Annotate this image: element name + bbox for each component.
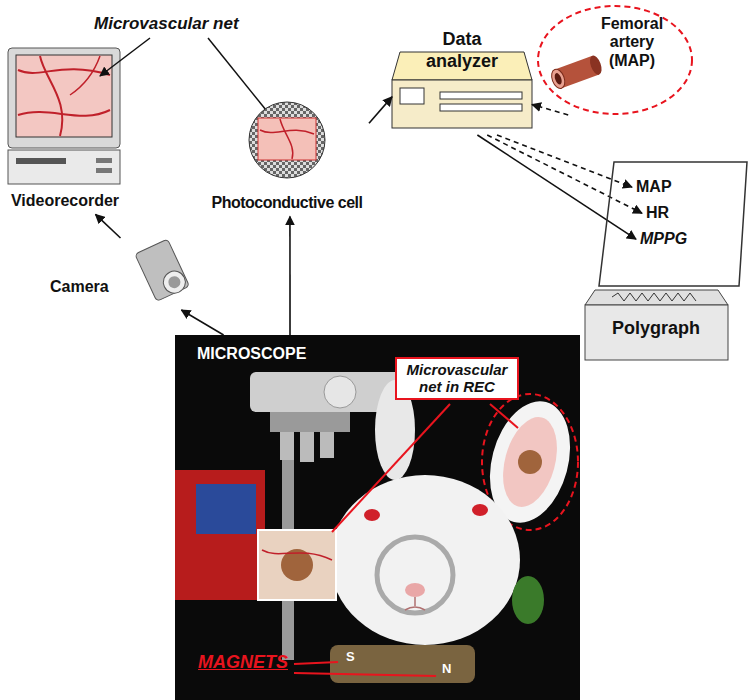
node-text: MICROSCOPE [197, 345, 306, 363]
vessel [260, 130, 314, 134]
rabbit-nose [405, 583, 425, 597]
vessel [18, 110, 110, 116]
node-text: Data analyzer [419, 28, 505, 72]
tv-screen [16, 55, 112, 137]
objective [300, 432, 314, 462]
paper-sheet [599, 162, 747, 286]
leader-line [294, 662, 338, 664]
signal-arrow [96, 214, 121, 238]
vessel [70, 56, 100, 95]
artery-end [549, 67, 567, 90]
polygraph-device: Polygraph [585, 288, 728, 362]
rabbit-eye [364, 509, 380, 521]
node-text: MPPG [640, 230, 687, 248]
camera-picture: Camera [48, 238, 193, 310]
signal-arrow [369, 97, 392, 123]
microscope-photo: MICROSCOPE Microvascular net in REC [175, 335, 580, 700]
red-block [175, 470, 265, 600]
vessel [40, 56, 62, 136]
pole-label: N [442, 662, 451, 677]
polygraph-paper: MAP HR MPPG [598, 160, 748, 288]
signal-arrow [532, 104, 568, 115]
callout-box: Microvascular net in REC [395, 357, 519, 400]
pole-label: S [346, 650, 355, 665]
node-text: MAP [636, 178, 672, 196]
leader-line [100, 38, 150, 76]
ear-chamber [518, 450, 542, 474]
vcr-button [96, 168, 112, 173]
microscope-knob [324, 376, 356, 408]
artery-lumen [553, 72, 563, 85]
head-ring [377, 537, 453, 613]
signal-arrow [477, 135, 636, 239]
node-text: HR [646, 204, 669, 222]
node-text: Camera [50, 278, 109, 296]
node-text: Videorecorder [11, 192, 119, 210]
callout-label: Microvascular net [94, 14, 239, 34]
analyzer-slot [440, 104, 522, 111]
rabbit-head [330, 475, 520, 645]
tv-body [8, 48, 120, 148]
tv-set [8, 48, 120, 184]
node-text: Polygraph [612, 318, 700, 339]
photocell-image [258, 118, 316, 160]
camera-lens [160, 268, 189, 297]
nosepiece [270, 412, 350, 432]
node-text: Microvascular net in REC [401, 361, 513, 396]
vessel [18, 69, 110, 75]
artery-icon [549, 54, 604, 90]
blue-block [196, 484, 256, 534]
camera-body [135, 239, 190, 301]
camera-lens [166, 274, 182, 290]
leader-line [490, 404, 518, 428]
leader-line [208, 38, 266, 110]
analyzer-slot [440, 92, 522, 99]
inset-image [258, 530, 336, 600]
camera-icon [135, 239, 190, 302]
rabbit-mouth [405, 597, 425, 610]
polygraph-top [585, 290, 728, 305]
videorecorder-picture: Videorecorder [4, 46, 126, 214]
artery-ellipse: Femoral artery (MAP) [537, 5, 693, 115]
vcr-body [8, 150, 120, 184]
vcr-slot [16, 158, 66, 164]
trace [612, 293, 696, 301]
ear-inner [494, 411, 566, 513]
vcr-button [96, 158, 112, 163]
node-text: Femoral artery (MAP) [591, 15, 673, 70]
signal-arrow [487, 135, 642, 213]
dashed-ellipse [538, 6, 692, 114]
leaf [512, 576, 544, 624]
photocell-disc [249, 102, 325, 178]
analyzer-front [392, 80, 532, 128]
vessel [262, 550, 332, 560]
node-text: Photoconductive cell [212, 194, 363, 212]
rabbit-eye [472, 504, 488, 516]
magnet-bar [330, 645, 475, 683]
photocell-circle: Photoconductive cell [205, 100, 369, 216]
signal-arrow [289, 216, 291, 335]
magnets-label: MAGNETS [198, 652, 288, 673]
polygraph-front [585, 305, 728, 360]
leader-line [332, 404, 450, 532]
vessel [280, 119, 293, 159]
analyzer-device: Data analyzer [392, 26, 532, 135]
analyzer-plug [400, 88, 424, 104]
signal-arrow [181, 310, 223, 335]
objective [280, 432, 294, 460]
artery-end [588, 54, 604, 76]
objective [320, 432, 334, 458]
paper-sheet [598, 160, 748, 288]
leader-line [294, 673, 436, 676]
